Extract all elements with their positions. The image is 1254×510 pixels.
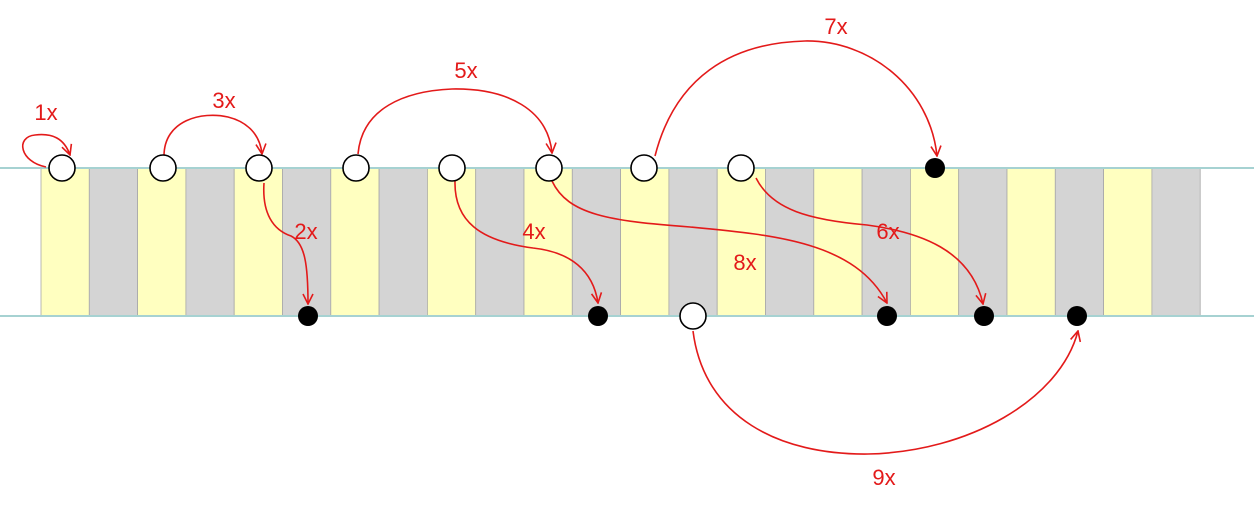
arrow-1x (22, 133, 70, 168)
arrow-label-8x: 8x (733, 250, 756, 275)
arrow-label-6x: 6x (876, 219, 899, 244)
gray-strip (1151, 167, 1201, 317)
yellow-strip (620, 167, 670, 317)
filled-circle (925, 158, 945, 178)
gray-strip (378, 167, 428, 317)
open-circle (342, 154, 370, 182)
gray-strip (861, 167, 911, 317)
yellow-strip (233, 167, 283, 317)
filled-circle (1067, 306, 1087, 326)
open-circle (727, 154, 755, 182)
yellow-strip (40, 167, 90, 317)
yellow-strip (910, 167, 960, 317)
open-circle (679, 302, 707, 330)
gray-strip (668, 167, 718, 317)
arrow-label-5x: 5x (454, 58, 477, 83)
gray-strip (475, 167, 525, 317)
yellow-strip (813, 167, 863, 317)
filled-circle (877, 306, 897, 326)
yellow-strip (523, 167, 573, 317)
yellow-strip (137, 167, 187, 317)
open-circle (48, 154, 76, 182)
open-circle (535, 154, 563, 182)
arrow-3x (163, 114, 262, 157)
arrow-label-3x: 3x (212, 88, 235, 113)
arrow-5x (357, 88, 552, 154)
arrow-label-4x: 4x (522, 219, 545, 244)
gray-strip (185, 167, 235, 317)
arrow-label-9x: 9x (872, 465, 895, 490)
gray-strip (282, 167, 332, 317)
yellow-strip (1103, 167, 1153, 317)
gray-strip (958, 167, 1008, 317)
open-circle (438, 154, 466, 182)
gray-strip (88, 167, 139, 317)
arrow-2x (263, 182, 308, 304)
filled-circle (588, 306, 608, 326)
arrow-4x (454, 180, 598, 303)
yellow-strip (330, 167, 380, 317)
strip-band (40, 167, 1201, 317)
yellow-strip (1006, 167, 1056, 317)
arrow-8x (551, 180, 887, 303)
open-circle (149, 154, 177, 182)
gray-strip (765, 167, 815, 317)
gray-strip (1054, 167, 1105, 317)
yellow-strip (716, 167, 766, 317)
arrow-7x (654, 40, 937, 156)
arrow-label-7x: 7x (824, 14, 847, 39)
open-circle (245, 154, 273, 182)
arrow-label-1x: 1x (34, 100, 57, 125)
filled-circle (298, 306, 318, 326)
yellow-strip (426, 167, 477, 317)
arrow-6x (755, 177, 983, 304)
arrow-9x (692, 331, 1078, 455)
open-circle (630, 154, 658, 182)
filled-circle (974, 306, 994, 326)
arrow-label-2x: 2x (294, 219, 317, 244)
